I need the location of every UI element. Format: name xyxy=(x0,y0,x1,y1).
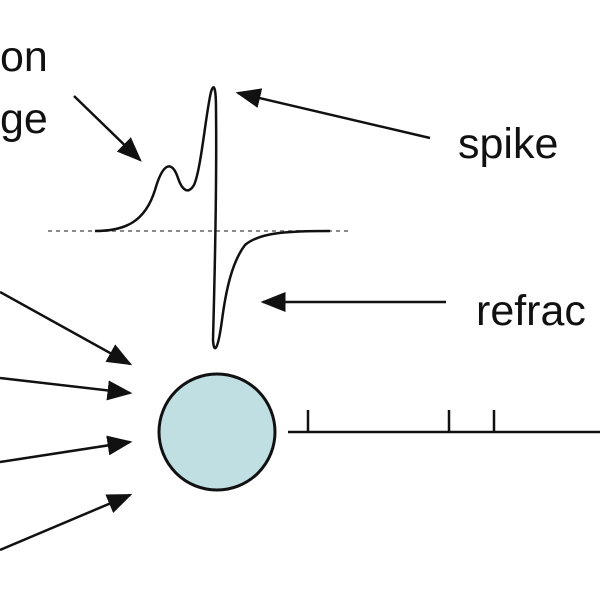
input-arrow-4 xyxy=(0,493,133,552)
spike-waveform xyxy=(94,86,331,350)
input-arrow-1 xyxy=(0,290,133,366)
input-arrow-3 xyxy=(0,435,133,464)
input-arrow-2 xyxy=(0,376,133,401)
soma-circle xyxy=(157,372,277,492)
label-top-left-line2: ge xyxy=(0,95,48,143)
arrow-to-spike xyxy=(235,88,431,140)
label-spike: spike xyxy=(458,120,559,168)
label-refractory: refrac xyxy=(476,287,586,335)
label-top-left-line1: on xyxy=(0,33,48,81)
arrow-to-subthreshold xyxy=(73,95,142,162)
